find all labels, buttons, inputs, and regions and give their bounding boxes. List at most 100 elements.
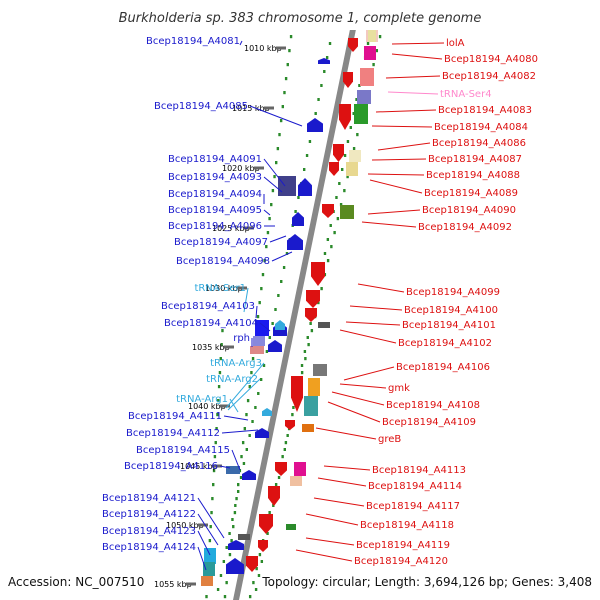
track-dot [230, 539, 233, 543]
right-gene-label: Bcep18194_A4088 [426, 170, 520, 181]
track-dot [239, 476, 243, 479]
track-dot [225, 581, 228, 585]
track-dot [320, 287, 323, 291]
track-dot [323, 70, 326, 73]
left-gene-label: Bcep18194_A4124 [102, 542, 196, 553]
track-dot [326, 238, 330, 241]
kbp-tick-label: 1045 kbp [180, 462, 218, 471]
gene-arrow [258, 540, 268, 552]
gene-box [278, 176, 296, 196]
track-dot [286, 63, 289, 67]
gene-box [253, 336, 265, 346]
gene-arrow [255, 428, 269, 438]
gene-box [201, 576, 213, 586]
track-dot [257, 392, 260, 395]
left-gene-label: Bcep18194_A4112 [126, 428, 220, 439]
right-gene-label: Bcep18194_A4090 [422, 205, 516, 216]
gene-arrow [275, 320, 285, 330]
gene-box [349, 150, 361, 162]
backbone-bar [233, 30, 356, 600]
leader-line [197, 530, 211, 556]
track-dot [291, 413, 294, 417]
track-dot [349, 126, 353, 129]
track-dot [268, 217, 271, 221]
track-dot [245, 448, 248, 451]
right-gene-label: Bcep18194_A4120 [354, 556, 448, 567]
track-dot [248, 434, 251, 437]
track-dot [372, 63, 375, 67]
right-gene-label: Bcep18194_A4118 [360, 520, 454, 531]
track-dot [288, 49, 291, 53]
accession-text: Accession: NC_007510 [8, 575, 144, 589]
track-dot [217, 385, 221, 389]
gene-box [302, 424, 314, 432]
track-dot [310, 329, 314, 333]
leader-line [369, 179, 423, 194]
right-gene-label: Bcep18194_A4080 [444, 54, 538, 65]
kbp-tick-label: 1040 kbp [188, 402, 226, 411]
leader-line [317, 477, 367, 487]
track-dot [255, 567, 258, 571]
right-gene-label: Bcep18194_A4106 [396, 362, 490, 373]
track-dot [213, 455, 217, 459]
leader-line [243, 287, 249, 313]
track-dot [268, 336, 271, 339]
track-dot [275, 161, 278, 165]
track-dot [305, 154, 309, 157]
track-dot [254, 406, 257, 409]
right-gene-label: Bcep18194_A4087 [428, 154, 522, 165]
gene-box [290, 476, 302, 486]
track-dot [258, 301, 261, 305]
left-gene-label: rph [233, 333, 250, 344]
leader-line [391, 53, 443, 60]
track-dot [220, 343, 223, 347]
track-dot [358, 84, 361, 87]
gene-arrow [307, 118, 323, 132]
track-dot [252, 581, 255, 585]
track-dot [340, 168, 344, 171]
track-dot [286, 434, 289, 437]
gene-box [318, 322, 330, 328]
gene-arrow [318, 58, 330, 64]
leader-line [391, 42, 445, 45]
kbp-tick-mark [237, 286, 247, 290]
gene-arrow [285, 420, 295, 430]
kbp-tick-mark [220, 404, 230, 408]
track-dot [209, 525, 212, 529]
leader-line [361, 221, 417, 228]
leader-line [221, 429, 259, 434]
right-gene-label: gmk [388, 383, 410, 394]
gene-arrow [226, 558, 244, 574]
right-gene-label: Bcep18194_A4099 [406, 287, 500, 298]
track-dot [339, 203, 343, 207]
backbone-axis [233, 30, 356, 600]
gene-arrow [298, 178, 312, 196]
track-dot [285, 252, 289, 255]
gene-box [313, 364, 327, 376]
leader-line [269, 235, 287, 243]
track-dot [251, 420, 254, 423]
gene-arrow [287, 234, 303, 250]
gene-box [368, 30, 376, 42]
track-dot [300, 371, 304, 375]
track-dot [225, 546, 228, 549]
kbp-tick-label: 1050 kbp [166, 521, 204, 530]
track-dot [261, 273, 265, 277]
track-dot [281, 455, 284, 459]
kbp-tick-label: 1055 kbp [154, 580, 192, 589]
track-dot [228, 532, 231, 535]
track-dot [272, 504, 275, 507]
track-dot [254, 588, 258, 591]
kbp-tick-label: 1035 kbp [192, 343, 230, 352]
track-dot [214, 441, 217, 445]
track-dot [242, 462, 246, 465]
leader-line [349, 305, 403, 311]
gene-box [204, 548, 216, 564]
right-gene-label: Bcep18194_A4109 [382, 417, 476, 428]
left-gene-label: Bcep18194_A4095 [168, 205, 262, 216]
leader-line [313, 497, 365, 507]
track-dot [228, 553, 232, 557]
leader-line [263, 176, 283, 193]
right-gene-label: tRNA-Ser4 [440, 89, 492, 100]
track-dot [343, 189, 346, 193]
